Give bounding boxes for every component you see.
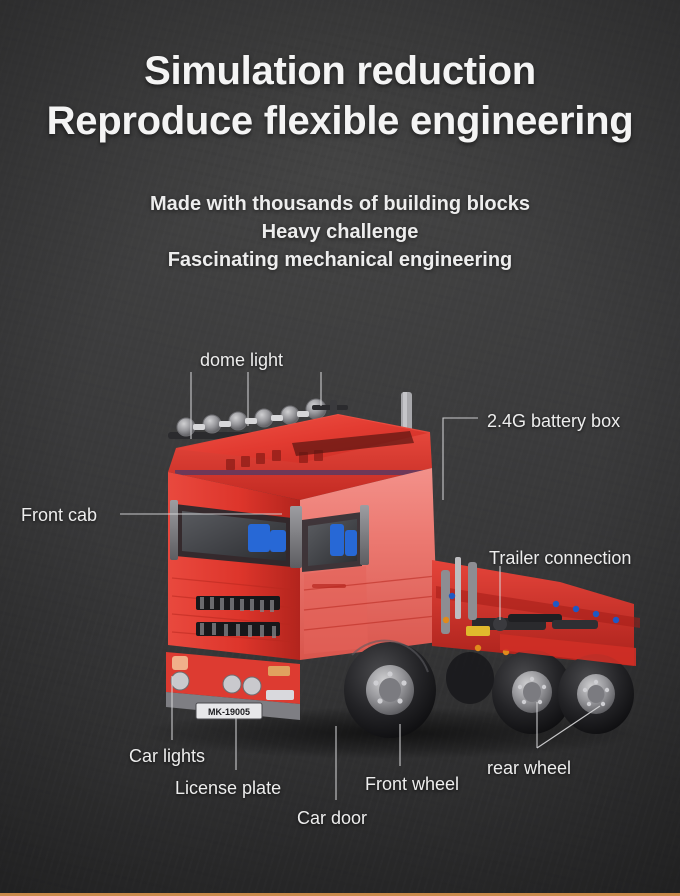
car-door-panel: [304, 566, 368, 654]
callout-car-lights: Car lights: [129, 746, 206, 766]
license-plate-text: MK-19005: [208, 707, 250, 717]
trailer-connection: [466, 614, 598, 636]
callout-front-cab: Front cab: [21, 505, 98, 525]
license-plate: MK-19005: [195, 702, 263, 720]
chassis-rail: [432, 560, 634, 666]
subheadline-line-2: Heavy challenge: [261, 221, 419, 243]
interior-seats: [248, 524, 357, 556]
callout-trailer-connection: Trailer connection: [489, 548, 632, 568]
subheadline-line-1: Made with thousands of building blocks: [150, 193, 530, 215]
callout-dome-light: dome light: [200, 350, 284, 370]
bottom-accent-rule: [0, 893, 680, 896]
car-lights: [170, 656, 294, 700]
subheadline: Made with thousands of building blocks H…: [0, 190, 680, 274]
roof-recess: [292, 431, 414, 456]
callout-rear-wheel: rear wheel: [487, 758, 572, 778]
headline-line-2: Reproduce flexible engineering: [46, 99, 634, 143]
callout-license-plate: License plate: [175, 778, 282, 798]
callout-front-wheel: Front wheel: [365, 774, 460, 794]
far-side-wheel: [446, 652, 494, 704]
headline-line-1: Simulation reduction: [144, 49, 536, 93]
subheadline-line-3: Fascinating mechanical engineering: [167, 249, 513, 271]
cab-roof-top: [176, 415, 428, 463]
exhaust-highlight: [403, 392, 407, 438]
cab-brick-ribs: [171, 575, 437, 643]
roof-trim-blue: [175, 470, 425, 475]
rear-wheel-2: [558, 654, 634, 734]
grille-slats: [200, 597, 276, 638]
callout-car-door: Car door: [297, 808, 368, 828]
headline: Simulation reduction Reproduce flexible …: [0, 46, 680, 146]
callout-battery-box: 2.4G battery box: [487, 411, 621, 431]
front-wheel: [344, 639, 436, 738]
rear-fender: [500, 634, 636, 666]
chassis-seam: [436, 586, 640, 628]
cab-pillars: [170, 500, 369, 568]
technic-pins: [442, 592, 620, 656]
